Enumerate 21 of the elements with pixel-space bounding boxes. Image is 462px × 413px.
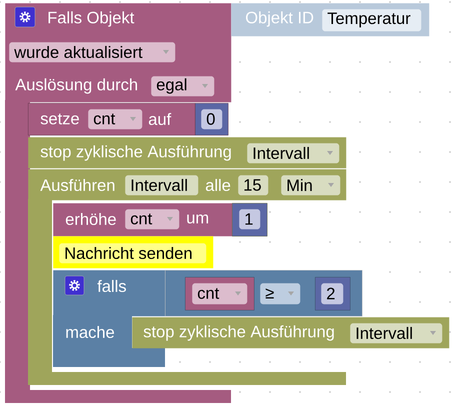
node-label: Ausführen [40, 178, 114, 192]
node-label: stop zyklische Ausführung [40, 145, 231, 161]
node-label: falls [97, 280, 126, 292]
dropdown-field: cnt [88, 109, 142, 130]
input-field: Intervall [125, 175, 198, 196]
number-block: 0 [195, 103, 228, 136]
number-block: 1 [232, 203, 268, 236]
input-field: 15 [238, 175, 268, 196]
node-label: mache [66, 326, 114, 338]
dropdown-field: Intervall [247, 143, 340, 164]
dropdown-field: Min [281, 175, 340, 196]
input-field: Temperatur [322, 9, 422, 32]
node-label: alle [206, 178, 230, 192]
dropdown-field: egal [151, 76, 214, 96]
number-block: 2 [315, 277, 350, 310]
dropdown-field: cnt [125, 209, 180, 230]
dropdown-field: ≥ [260, 283, 300, 304]
variable-block: cnt [185, 277, 254, 310]
dropdown-field: wurde aktualisiert [9, 42, 176, 62]
message-block: Nachricht senden [53, 236, 214, 268]
dropdown-field: Intervall [350, 323, 442, 344]
